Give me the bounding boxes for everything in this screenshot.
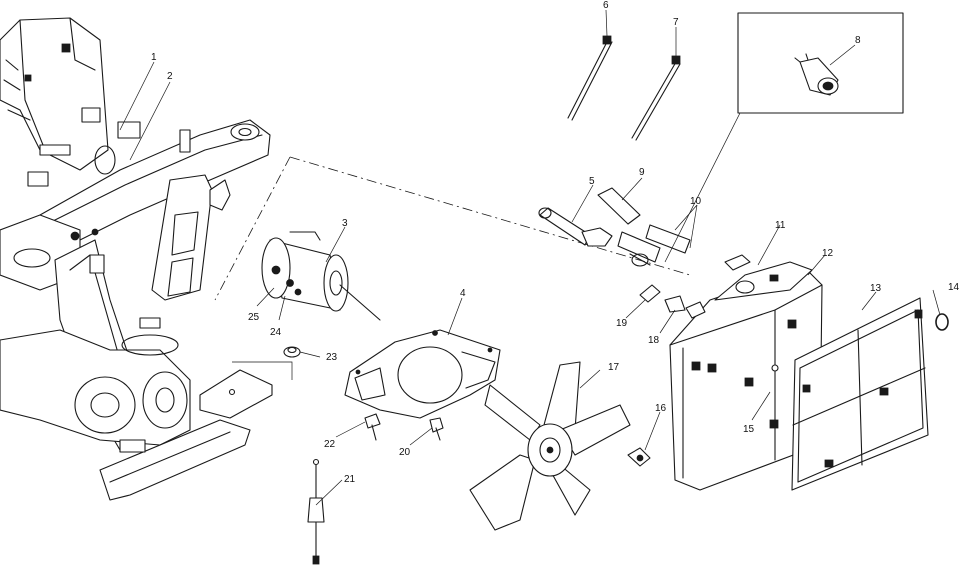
callout-20: 20 xyxy=(399,447,411,458)
vehicle-frame xyxy=(0,17,271,501)
callout-12: 12 xyxy=(822,248,834,259)
callout-6: 6 xyxy=(603,0,609,11)
radiator xyxy=(669,254,823,491)
leader-lines xyxy=(119,9,941,506)
callout-15: 15 xyxy=(743,424,755,435)
mounting-bracket xyxy=(199,369,273,419)
fan-shroud xyxy=(344,329,501,419)
callout-3: 3 xyxy=(342,218,348,229)
callout-7: 7 xyxy=(673,17,679,28)
thermostat-switch xyxy=(794,53,839,96)
cooling-fan xyxy=(469,361,631,531)
callout-18: 18 xyxy=(648,335,660,346)
callout-24: 24 xyxy=(270,327,282,338)
callout-labels: 1 2 3 4 5 6 7 8 9 10 11 12 13 14 15 16 1… xyxy=(151,0,960,485)
fan-motor xyxy=(261,231,381,321)
callout-14: 14 xyxy=(948,282,960,293)
callout-23: 23 xyxy=(326,352,338,363)
callout-11: 11 xyxy=(775,220,786,231)
inset-box xyxy=(664,12,904,263)
hose-clamps xyxy=(567,35,681,141)
o-ring xyxy=(935,313,949,331)
callout-17: 17 xyxy=(608,362,620,373)
callout-16: 16 xyxy=(655,403,667,414)
hardware xyxy=(283,346,651,565)
callout-10: 10 xyxy=(690,196,702,207)
callout-25: 25 xyxy=(248,312,260,323)
callout-9: 9 xyxy=(639,167,645,178)
callout-1: 1 xyxy=(151,52,157,63)
callout-22: 22 xyxy=(324,439,336,450)
coolant-hoses xyxy=(538,187,691,313)
callout-13: 13 xyxy=(870,283,882,294)
callout-5: 5 xyxy=(589,176,595,187)
callout-4: 4 xyxy=(460,288,466,299)
radiator-screen xyxy=(791,297,929,491)
callout-8: 8 xyxy=(855,35,861,46)
assembly-centerlines xyxy=(214,156,691,301)
callout-2: 2 xyxy=(167,71,173,82)
callout-21: 21 xyxy=(344,474,356,485)
callout-19: 19 xyxy=(616,318,628,329)
